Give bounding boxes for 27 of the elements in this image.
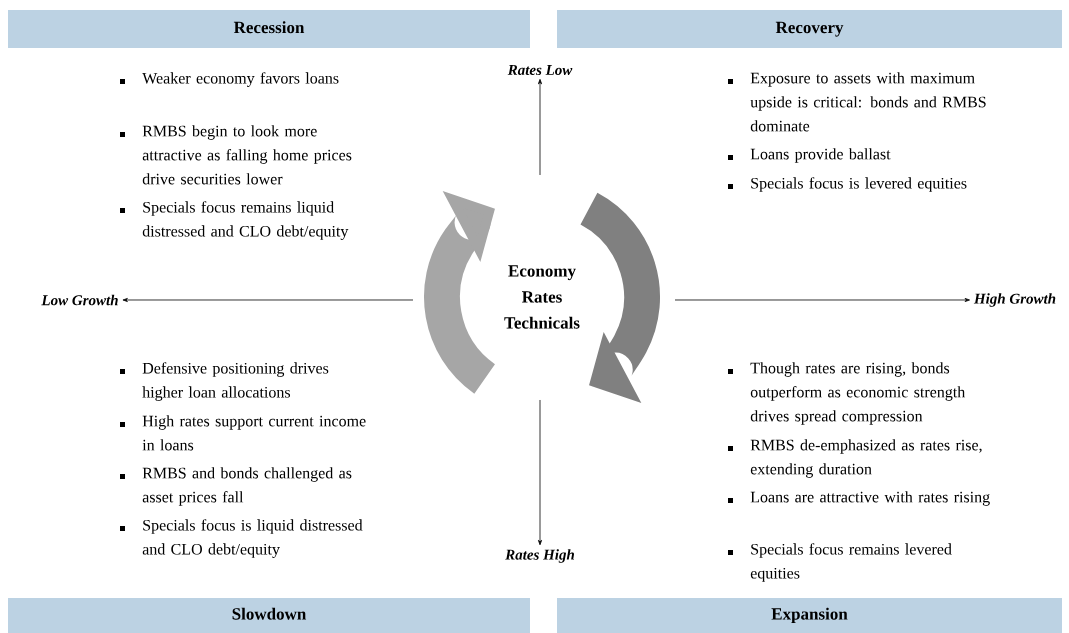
header-band: Recession — [8, 10, 530, 48]
bullet-item: Defensive positioning drives higher loan allocations — [120, 362, 329, 401]
bullet-item: Though rates are rising, bonds outperform as economic strength drives spread compression — [728, 362, 966, 425]
bullet-item: Exposure to assets with maximum upside is critical: bonds and RMBS dominate — [728, 72, 986, 132]
bullet-item: RMBS and bonds challenged as asset prices fall — [120, 467, 352, 506]
bullet-item: Loans provide ballast — [728, 148, 891, 163]
center-text: Economy Rates Technicals — [504, 265, 580, 329]
axis-label: Low Growth — [41, 294, 118, 306]
bullet-item: High rates support current income in loans — [120, 415, 366, 451]
axis-label: Rates Low — [507, 65, 573, 75]
arrow — [538, 399, 542, 546]
header-band: Expansion — [557, 598, 1062, 633]
bullet-item: Specials focus remains levered equities — [728, 543, 952, 582]
bullet-item: Loans are attractive with rates rising — [728, 491, 990, 506]
arrow — [122, 298, 414, 302]
arrow — [674, 298, 970, 302]
header-band: Recovery — [557, 10, 1062, 48]
bullet-item: Weaker economy favors loans — [120, 72, 339, 87]
bullet-item: RMBS de-emphasized as rates rise, extending duration — [728, 439, 982, 478]
bullet-item: RMBS begin to look more attractive as falling home prices drive securities lower — [120, 125, 352, 185]
bullet-item: Specials focus remains liquid distressed and CLO debt/equity — [120, 201, 349, 240]
arrow — [538, 78, 542, 176]
axis-label: High Growth — [973, 293, 1056, 307]
bullet-item: Specials focus is levered equities — [728, 177, 967, 192]
header-band: Slowdown — [8, 598, 530, 633]
bullet-item: Specials focus is liquid distressed and CLO debt/equity — [120, 519, 363, 558]
axis-label: Rates High — [505, 549, 575, 563]
